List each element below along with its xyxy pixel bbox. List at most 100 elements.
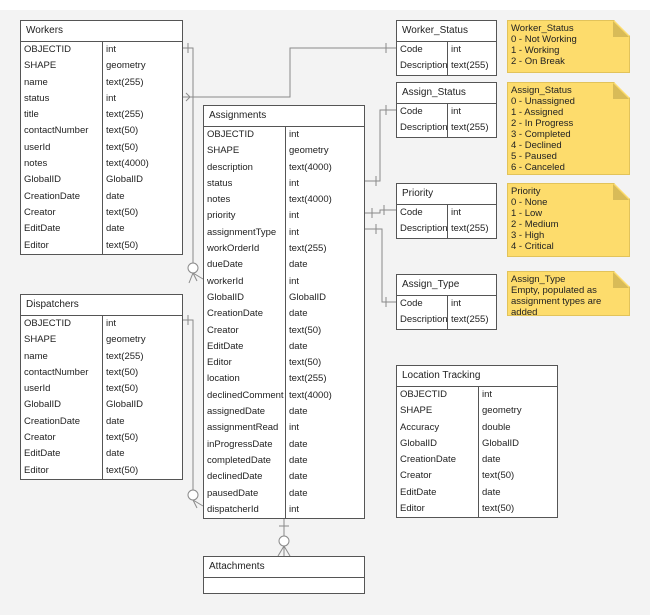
- field-type: text(50): [289, 357, 322, 369]
- field-type: text(255): [106, 76, 144, 88]
- field-name: Editor: [204, 355, 286, 372]
- field-name: GlobalID: [21, 172, 103, 189]
- table-title: Location Tracking: [397, 366, 557, 387]
- note-line: assignment types are added: [511, 296, 602, 318]
- table-title: Assign_Type: [397, 275, 496, 296]
- field-name: CreationDate: [397, 452, 479, 469]
- field-name: notes: [21, 156, 103, 173]
- field-type: int: [289, 422, 300, 434]
- field-name: EditDate: [397, 484, 479, 502]
- connector-circle: [278, 535, 290, 547]
- field-type: text(255): [289, 243, 327, 255]
- field-name: OBJECTID: [397, 387, 479, 404]
- field-name: description: [204, 159, 286, 176]
- field-name: assignedDate: [204, 404, 286, 421]
- field-name: status: [204, 175, 286, 193]
- table-attachments[interactable]: Attachments: [203, 556, 365, 594]
- field-name: dueDate: [204, 257, 286, 274]
- note-line: 1 - Assigned: [511, 107, 564, 118]
- field-type: text(50): [289, 324, 322, 336]
- note-line: 3 - Completed: [511, 129, 571, 140]
- field-type: int: [451, 298, 462, 309]
- field-name: Description: [397, 120, 448, 137]
- field-type: int: [106, 92, 117, 104]
- field-type: text(255): [451, 122, 489, 134]
- note-line: 2 - In Progress: [511, 118, 574, 129]
- field-name: Creator: [204, 322, 286, 339]
- field-type: date: [289, 438, 308, 450]
- field-type: date: [289, 471, 308, 483]
- note-line: 1 - Working: [511, 45, 560, 56]
- field-type: text(255): [106, 109, 144, 121]
- note-line: 0 - None: [511, 197, 548, 208]
- field-type: geometry: [106, 60, 146, 72]
- table-title: Dispatchers: [21, 295, 182, 316]
- note-line: 4 - Critical: [511, 241, 554, 252]
- field-name: OBJECTID: [21, 42, 103, 59]
- field-name: declinedDate: [204, 469, 286, 486]
- field-type: text(50): [482, 470, 515, 482]
- field-type: date: [106, 190, 125, 202]
- field-name: GlobalID: [21, 397, 103, 414]
- field-name: Creator: [21, 430, 103, 447]
- table-title: Workers: [21, 21, 182, 42]
- field-name: assignmentType: [204, 224, 286, 242]
- field-name: OBJECTID: [21, 316, 103, 333]
- field-name: workOrderId: [204, 241, 286, 258]
- field-type: text(4000): [289, 389, 332, 401]
- note-line: Priority: [511, 186, 541, 197]
- field-type: text(50): [106, 383, 139, 395]
- field-name: Description: [397, 58, 448, 75]
- field-type: GlobalID: [482, 437, 519, 449]
- field-type: date: [289, 308, 308, 320]
- field-type: int: [289, 275, 300, 287]
- field-name: Editor: [21, 462, 103, 479]
- connector-assignments-priority: [365, 205, 396, 218]
- field-name: SHAPE: [204, 143, 286, 160]
- field-name: Description: [397, 221, 448, 238]
- note-line: 0 - Unassigned: [511, 96, 575, 107]
- field-type: GlobalID: [106, 174, 143, 186]
- field-type: text(50): [106, 141, 139, 153]
- field-name: Editor: [21, 237, 103, 254]
- connector-workers-assignments: [183, 43, 204, 284]
- field-type: int: [482, 389, 493, 400]
- field-name: title: [21, 107, 103, 124]
- field-type: geometry: [289, 145, 329, 157]
- field-type: double: [482, 421, 511, 433]
